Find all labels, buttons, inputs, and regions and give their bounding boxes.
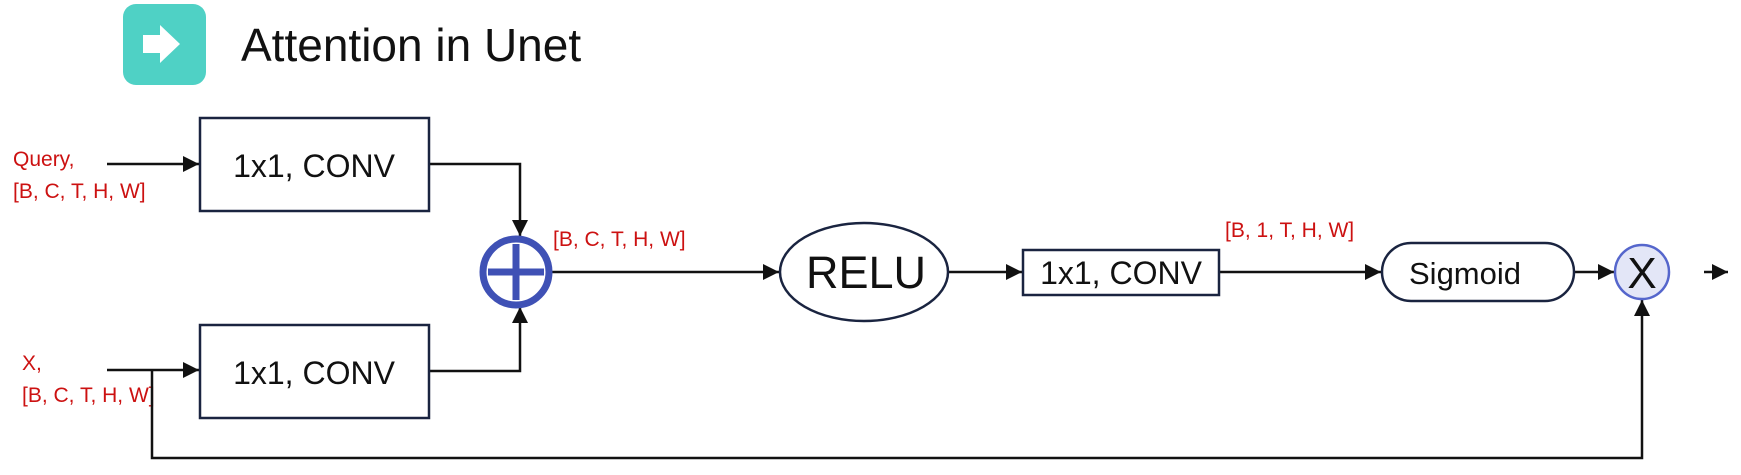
input-query-label: Query, [B, C, T, H, W] [13,148,146,203]
conv-x-node: 1x1, CONV [198,323,431,420]
add-node [479,235,553,309]
edges [107,156,1728,460]
right-arrow-glyph [143,25,180,63]
header: Attention in Unet [123,4,581,85]
relu-ellipse [778,221,950,323]
multiply-label: X [1627,249,1656,298]
conv-out-box [1021,248,1221,297]
x-name-label: X, [22,352,42,375]
relu-node: RELU [778,221,950,323]
sigmoid-node: Sigmoid [1380,241,1576,303]
x-shape-label: [B, C, T, H, W] [22,384,155,407]
relu-label: RELU [806,247,926,298]
edge-label-after-conv: [B, 1, T, H, W] [1225,219,1354,242]
conv-query-label: 1x1, CONV [233,148,395,184]
conv-query-node: 1x1, CONV [198,116,431,213]
conv-out-label: 1x1, CONV [1040,255,1202,291]
edge-conv-query-to-add [429,162,528,236]
sigmoid-label: Sigmoid [1409,256,1521,291]
edge-label-after-add: [B, C, T, H, W] [553,228,686,251]
query-name-label: Query, [13,148,74,171]
query-shape-label: [B, C, T, H, W] [13,180,146,203]
sigmoid-box [1380,241,1576,303]
conv-x-label: 1x1, CONV [233,355,395,391]
multiply-circle [1613,243,1671,301]
input-x-label: X, [B, C, T, H, W] [22,352,155,407]
multiply-node: X [1613,243,1671,301]
edge-skip-x-to-multiply [150,300,1650,460]
edge-conv-x-to-add [429,307,528,373]
page-title: Attention in Unet [241,19,581,71]
conv-out-node: 1x1, CONV [1021,248,1221,297]
conv-query-box [198,116,431,213]
conv-x-box [198,323,431,420]
